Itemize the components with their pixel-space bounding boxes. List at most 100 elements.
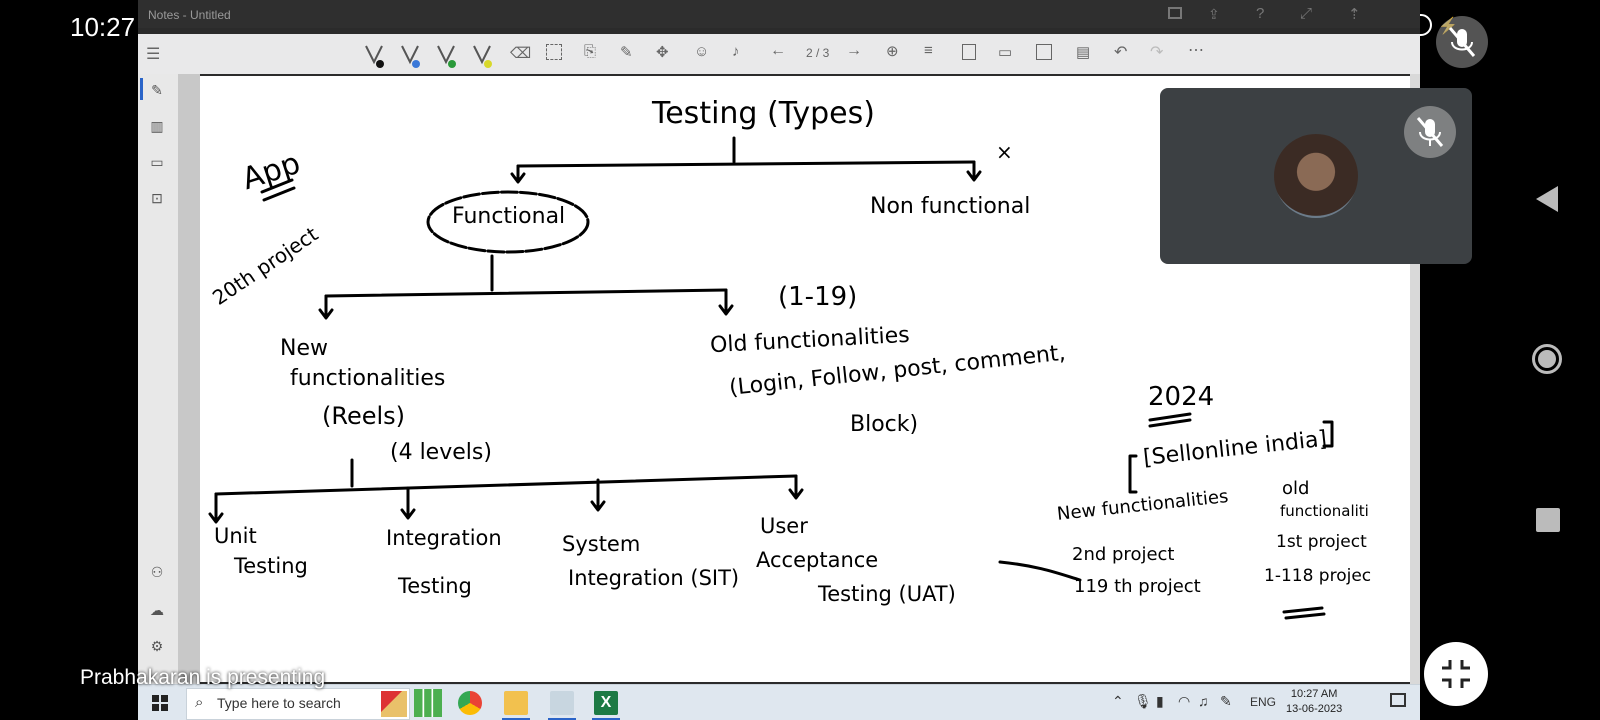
canvas-gutter (178, 74, 200, 684)
battery-tray-icon[interactable]: ▮ (1156, 693, 1164, 709)
new-page-icon[interactable] (962, 44, 976, 60)
participant-avatar (1274, 134, 1358, 218)
windows-start-icon[interactable] (152, 695, 168, 711)
move-icon[interactable]: ✥ (656, 44, 669, 61)
notes-app-icon[interactable] (550, 691, 574, 715)
save-icon[interactable] (1036, 44, 1052, 60)
attach-icon[interactable]: ⎘ (584, 43, 597, 60)
library-icon[interactable]: ▥ (150, 118, 164, 134)
eraser-icon[interactable]: ⌫ (510, 45, 532, 62)
exit-fullscreen-button[interactable] (1424, 642, 1488, 706)
functional-node: Functional (452, 204, 566, 229)
chevron-up-icon[interactable]: ⌃ (1112, 693, 1124, 709)
emoji-icon[interactable]: ☺ (694, 43, 710, 60)
right-old-line3: 1st project (1276, 532, 1367, 552)
taskbar-clock[interactable]: 10:27 AM 13-06-2023 (1286, 687, 1342, 717)
lasso-select-icon[interactable] (546, 44, 562, 60)
undo-icon[interactable]: ↶ (1114, 44, 1128, 61)
exit-fullscreen-icon (1442, 660, 1470, 688)
redo-icon[interactable]: ↷ (1150, 44, 1164, 61)
taskbar-search-box[interactable]: ⌕ Type here to search (186, 688, 410, 720)
export-icon[interactable]: ⇪ (1208, 6, 1220, 22)
language-indicator[interactable]: ENG (1250, 695, 1277, 709)
excel-icon[interactable]: X (594, 691, 618, 715)
recents-icon[interactable] (1536, 508, 1560, 532)
old-functionalities-examples-2: Block) (850, 412, 919, 437)
windows-taskbar: ⌕ Type here to search X ⌃ 🎙 ▮ ◠ ♫ ✎ ENG … (138, 684, 1420, 720)
level-system-line2: Integration (SIT) (568, 566, 740, 590)
notes-toolbar: ☰ ⌫ ⎘ ✎ ✥ ☺ ♪ ← 2 / 3 → ⊕ ≡ ▭ ▤ ↶ ↷ ⋯ (138, 34, 1420, 74)
notes-sidebar: ✎ ▥ ▭ ⊡ ⚇ ☁ ⚙ (138, 74, 179, 684)
taskbar-clock-time: 10:27 AM (1290, 688, 1338, 700)
open-folder-icon[interactable]: ▭ (998, 44, 1013, 61)
user-icon[interactable]: ⚇ (150, 564, 164, 580)
year-note: 2024 (1148, 382, 1215, 412)
chrome-icon[interactable] (458, 691, 482, 715)
cloud-icon[interactable]: ☁ (150, 602, 164, 618)
home-icon[interactable] (1532, 344, 1562, 374)
search-icon: ⌕ (195, 694, 204, 711)
participant-video-tile[interactable] (1160, 88, 1472, 264)
wifi-tray-icon[interactable]: ◠ (1178, 693, 1191, 709)
range-label: (1-19) (778, 282, 858, 312)
pen-tools (365, 45, 492, 68)
right-old-line4: 1-118 projec (1264, 566, 1372, 586)
volume-tray-icon[interactable]: ♫ (1198, 693, 1209, 709)
level-system-line1: System (562, 532, 641, 556)
mute-button[interactable] (1436, 16, 1488, 68)
diagram-title: Testing (Types) (652, 96, 875, 131)
previous-page-icon[interactable]: ← (770, 42, 786, 59)
microphone-icon[interactable]: ♪ (732, 43, 740, 60)
level-integration-line2: Testing (398, 574, 472, 598)
gear-icon[interactable]: ⚙ (150, 638, 164, 654)
pen-mode-icon[interactable]: ✎ (151, 82, 163, 98)
tile-mute-indicator (1404, 106, 1456, 158)
close-mark: × (996, 140, 1013, 164)
new-functionalities-example: (Reels) (322, 402, 406, 430)
file-explorer-icon[interactable] (504, 691, 528, 715)
help-icon[interactable]: ? (1256, 5, 1265, 22)
notifications-icon[interactable] (1390, 693, 1406, 707)
right-new-line2: 2nd project (1072, 544, 1175, 565)
search-highlight-icon (381, 691, 407, 717)
right-old-line2: functionaliti (1280, 502, 1369, 520)
search-placeholder: Type here to search (217, 695, 341, 711)
mic-off-icon (1448, 27, 1476, 57)
level-user-line1: User (760, 514, 808, 538)
more-options-icon[interactable]: ⋯ (1188, 42, 1204, 59)
canvas-scrollbar[interactable] (1410, 74, 1420, 684)
lock-icon[interactable]: ⊡ (151, 190, 163, 206)
upload-icon[interactable]: ⇡ (1348, 6, 1361, 23)
mic-tray-icon[interactable]: 🎙 (1134, 693, 1152, 709)
level-user-line3: Testing (UAT) (818, 582, 956, 606)
next-page-icon[interactable]: → (846, 42, 862, 59)
active-indicator (140, 78, 143, 100)
page-indicator: 2 / 3 (806, 46, 830, 60)
back-icon[interactable] (1534, 184, 1560, 214)
clipboard-icon[interactable]: ▤ (1076, 44, 1091, 61)
taskbar-clock-date: 13-06-2023 (1286, 703, 1343, 715)
levels-label: (4 levels) (390, 440, 492, 465)
widget-icon[interactable] (414, 689, 442, 717)
right-new-line3: 119 th project (1074, 576, 1201, 597)
hamburger-menu-icon[interactable]: ☰ (146, 46, 161, 63)
share-icon[interactable] (1168, 7, 1182, 19)
whiteboard-canvas[interactable]: Testing (Types) App Functional Non funct… (200, 76, 1410, 682)
fullscreen-icon[interactable]: ⤢ (1300, 5, 1313, 22)
nonfunctional-node: Non functional (870, 194, 1031, 219)
slides-icon[interactable]: ▭ (150, 154, 164, 170)
new-functionalities-line2: functionalities (290, 366, 446, 391)
mic-off-icon (1416, 117, 1444, 147)
zoom-icon[interactable]: ⊕ (886, 43, 899, 60)
new-functionalities-line1: New (280, 336, 328, 361)
ruler-icon[interactable]: ✎ (620, 44, 633, 61)
ink-strokes (208, 136, 1334, 620)
settings-sliders-icon[interactable]: ≡ (924, 42, 933, 59)
pen-tray-icon[interactable]: ✎ (1220, 693, 1232, 709)
right-old-line1: old (1282, 478, 1310, 499)
window-title: Notes - Untitled (148, 8, 231, 22)
android-nav-bar (1490, 0, 1600, 720)
level-user-line2: Acceptance (756, 548, 879, 572)
level-integration-line1: Integration (386, 526, 502, 550)
presenter-banner: Prabhakaran is presenting (80, 666, 326, 689)
